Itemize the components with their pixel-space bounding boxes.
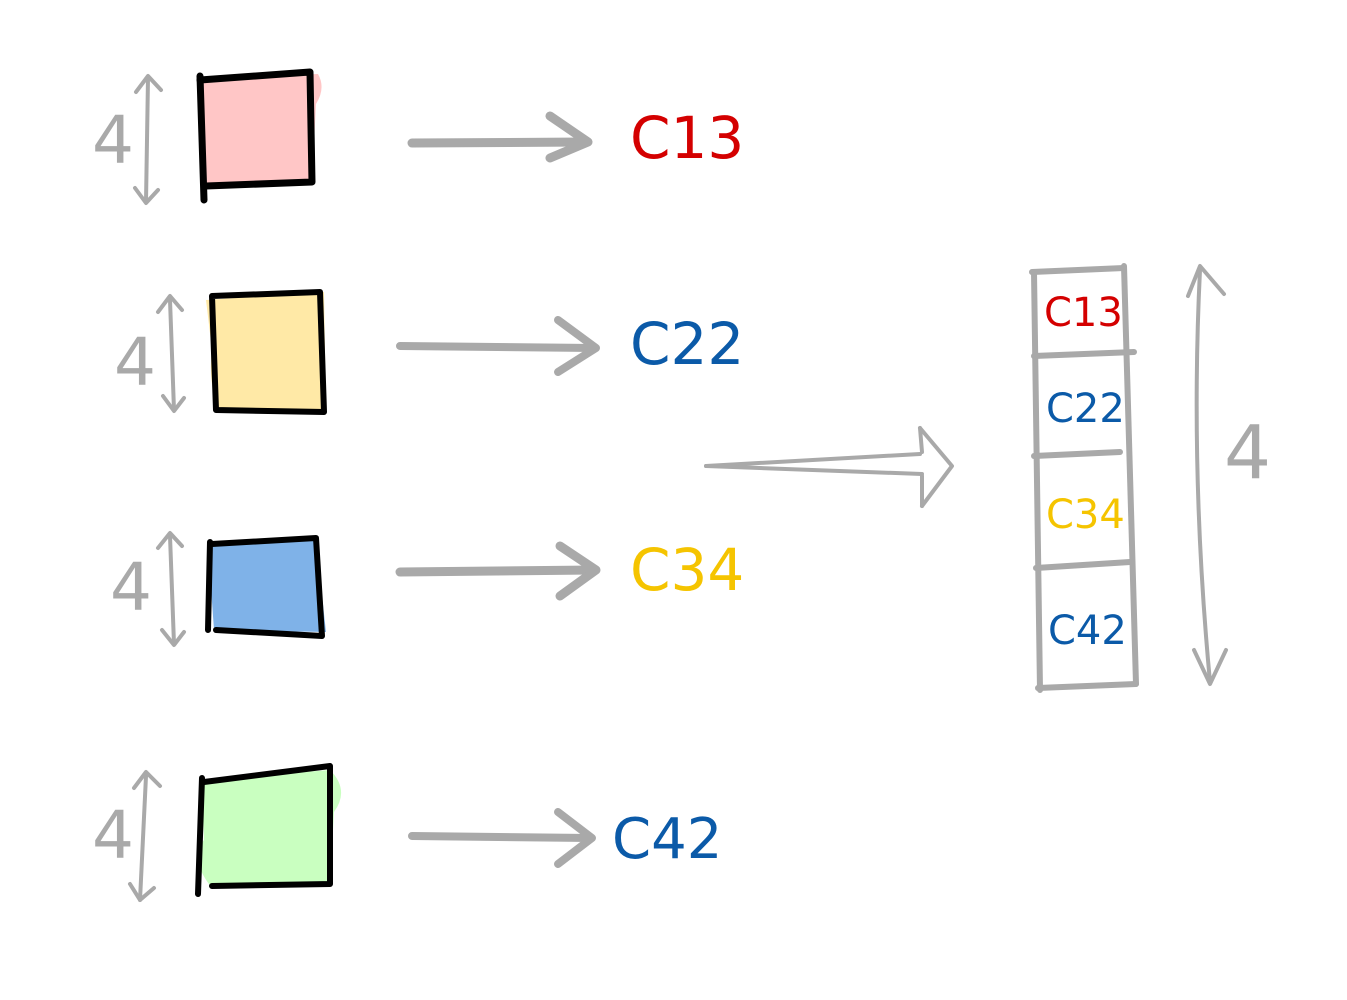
- block-c22-dim-label: 4: [114, 324, 156, 401]
- block-c34-dim-label: 4: [110, 549, 152, 626]
- block-c22-height-arrow: [156, 294, 186, 413]
- stack-cell-c42: C42: [1048, 608, 1127, 654]
- stack-height-arrow: [1186, 264, 1228, 686]
- block-c34-outline: [205, 535, 325, 639]
- block-c13-fill: [200, 74, 322, 186]
- block-c13: 4 C13: [92, 68, 744, 205]
- block-c22-fill: [206, 292, 326, 412]
- block-c42-outline: [195, 763, 333, 897]
- block-c42-fill: [197, 770, 342, 888]
- stack-cell-c13: C13: [1044, 290, 1123, 336]
- block-c34-arrow: [395, 541, 601, 601]
- concat-arrow: [704, 426, 954, 508]
- block-c13-label: C13: [630, 104, 744, 172]
- stack-cell-c22: C22: [1046, 386, 1125, 432]
- block-c34-height-arrow: [156, 531, 186, 647]
- block-c42-label: C42: [612, 807, 722, 872]
- stack-outline: [1029, 263, 1139, 693]
- stack-cell-c34: C34: [1046, 492, 1125, 538]
- block-c13-arrow: [407, 111, 593, 163]
- stack-dim-label: 4: [1224, 410, 1271, 496]
- block-c13-outline: [196, 68, 316, 204]
- block-c42: 4 C42: [92, 763, 722, 902]
- block-c13-dim-label: 4: [92, 102, 134, 179]
- block-c42-dim-label: 4: [92, 797, 134, 874]
- block-c34-fill: [208, 540, 326, 632]
- block-c13-height-arrow: [133, 74, 163, 205]
- block-c22-label: C22: [630, 310, 744, 378]
- stack-column: C13 C22 C34 C42 4: [1029, 263, 1271, 693]
- block-c22-outline: [209, 289, 327, 415]
- block-c42-height-arrow: [128, 770, 162, 902]
- block-c34-label: C34: [630, 536, 744, 604]
- block-c34: 4 C34: [110, 531, 744, 647]
- block-c22: 4 C22: [114, 289, 744, 415]
- block-c42-arrow: [408, 808, 596, 868]
- block-c22-arrow: [396, 316, 600, 376]
